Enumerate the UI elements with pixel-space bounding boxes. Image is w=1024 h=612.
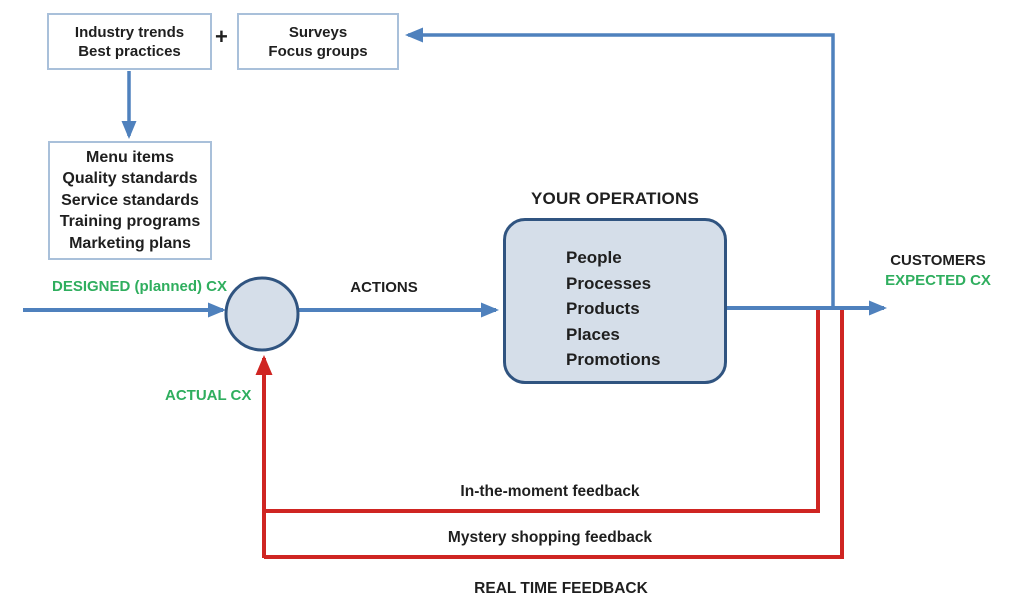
focus-groups-line: Focus groups <box>268 42 368 60</box>
service-standards-line: Service standards <box>61 191 199 209</box>
customers-label-block: CUSTOMERS EXPECTED CX <box>876 251 1000 291</box>
operations-box: People Processes Products Places Promoti… <box>503 218 727 384</box>
industry-trends-line: Industry trends <box>74 23 185 41</box>
design-standards-box: Menu items Quality standards Service sta… <box>48 141 212 260</box>
operations-item-processes: Processes <box>566 273 652 293</box>
operations-item-promotions: Promotions <box>566 350 661 369</box>
surveys-line: Surveys <box>288 23 348 41</box>
marketing-plans-line: Marketing plans <box>69 234 191 252</box>
operations-item-people: People <box>566 248 622 267</box>
training-programs-line: Training programs <box>59 213 201 231</box>
customers-label: CUSTOMERS <box>890 252 986 269</box>
comparison-junction-circle <box>224 276 300 352</box>
actual-cx-label: ACTUAL CX <box>165 387 252 404</box>
surveys-box: Surveys Focus groups <box>237 13 399 70</box>
in-the-moment-feedback-label: In-the-moment feedback <box>460 483 640 500</box>
expected-cx-label: EXPECTED CX <box>885 272 991 289</box>
designed-cx-label: DESIGNED (planned) CX <box>52 278 228 295</box>
operations-item-products: Products <box>566 299 640 318</box>
menu-items-line: Menu items <box>85 148 174 166</box>
quality-standards-line: Quality standards <box>62 170 198 188</box>
operations-item-places: Places <box>566 324 620 344</box>
mystery-shopping-feedback-label: Mystery shopping feedback <box>447 529 653 546</box>
operations-title: YOUR OPERATIONS <box>531 189 699 208</box>
actions-label: ACTIONS <box>350 279 418 296</box>
plus-sign: + <box>215 24 228 49</box>
industry-trends-box: Industry trends Best practices <box>47 13 212 70</box>
real-time-feedback-label: REAL TIME FEEDBACK <box>474 580 648 597</box>
mystery-shopping-feedback-line <box>264 310 844 559</box>
best-practices-line: Best practices <box>78 42 181 60</box>
in-the-moment-feedback-line <box>264 310 820 513</box>
expected-cx-riser-arrow <box>405 27 835 308</box>
